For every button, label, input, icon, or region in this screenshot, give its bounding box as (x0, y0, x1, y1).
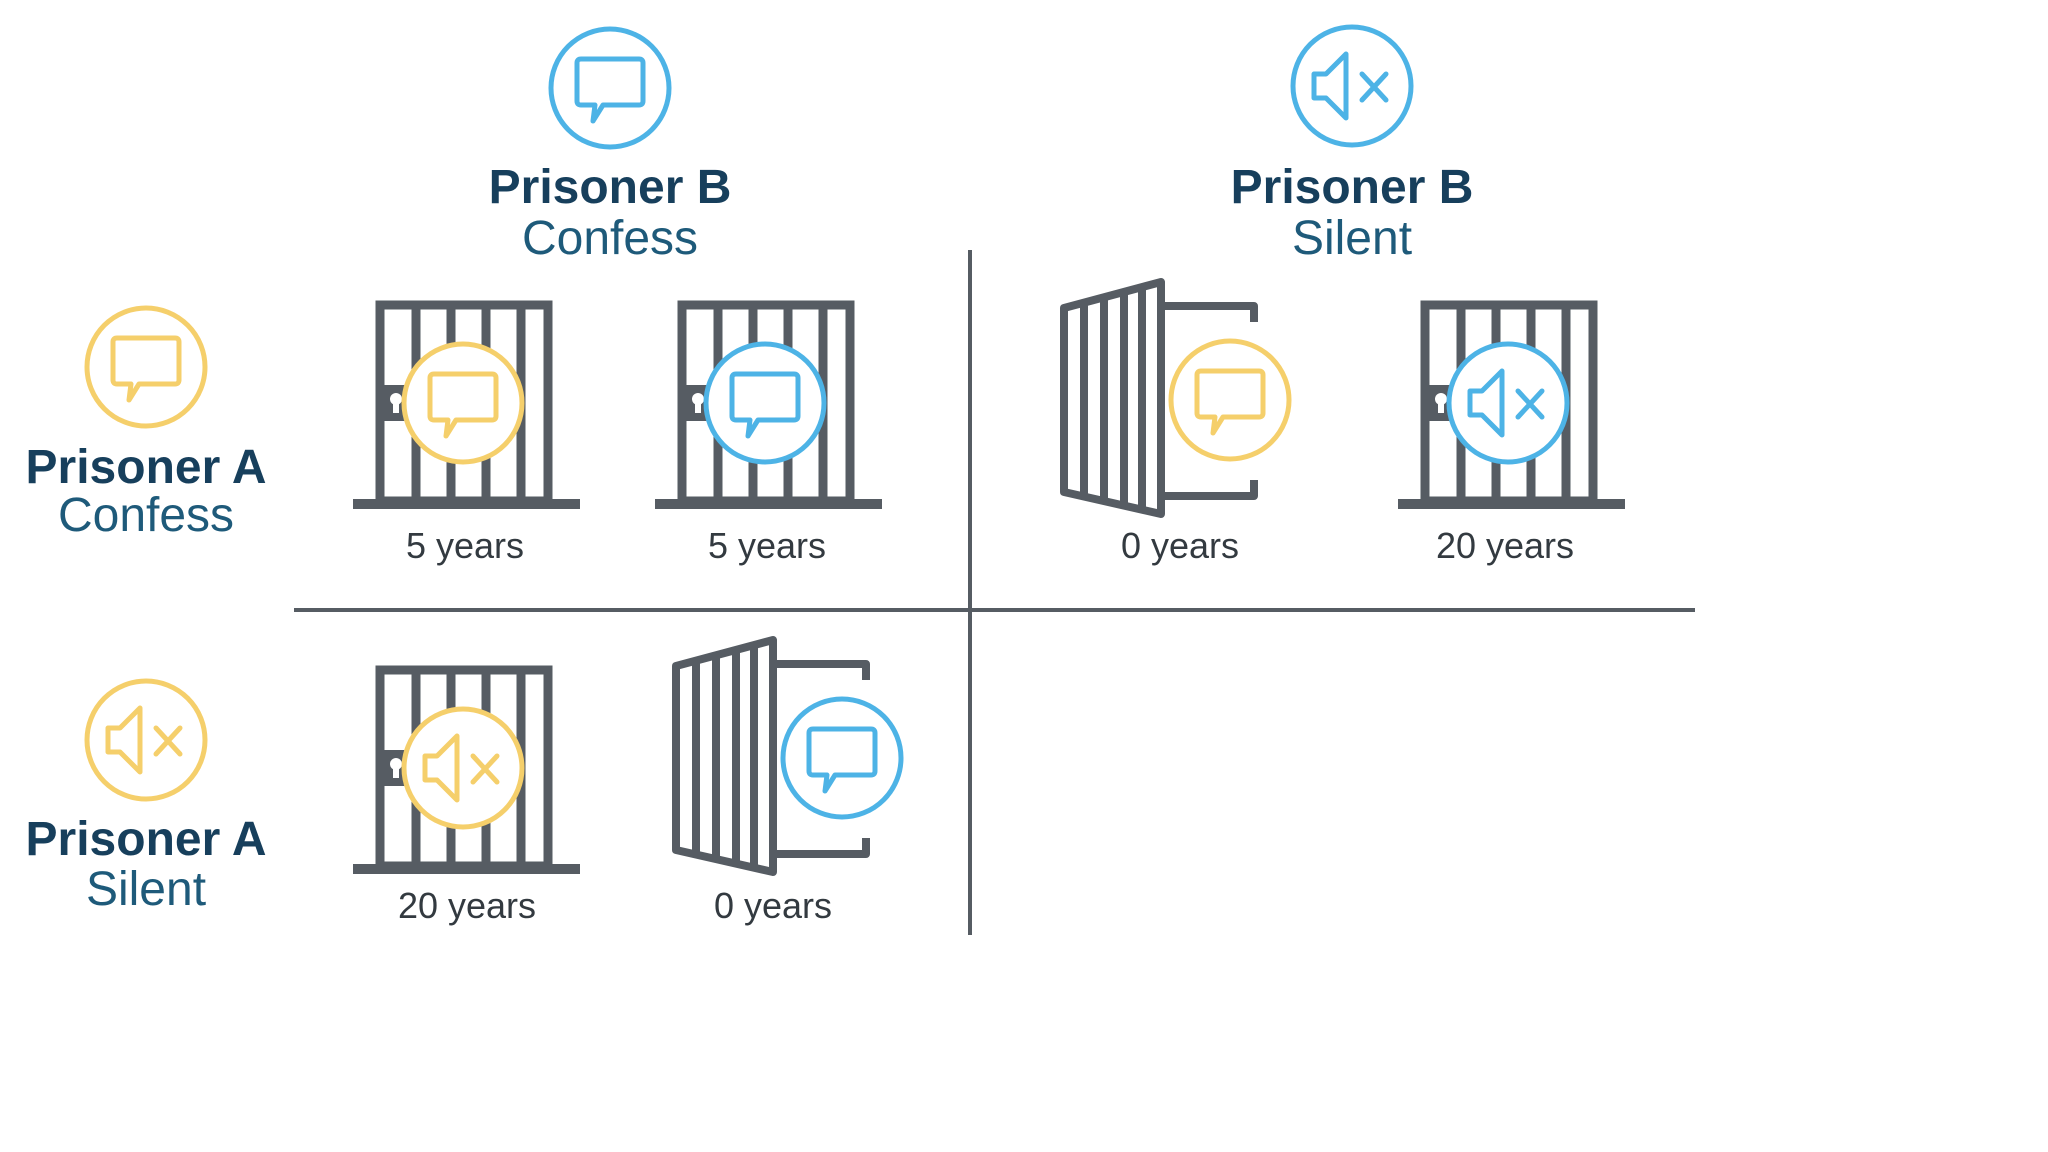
keyhole-slot (393, 401, 399, 413)
row-title: Prisoner A (25, 441, 267, 494)
open-door-frame (1060, 278, 1258, 518)
door-panel (672, 636, 777, 876)
column-choice: Silent (1291, 212, 1413, 265)
mute-x-shape (1359, 71, 1389, 103)
icon-ring (401, 706, 525, 830)
column-title: Prisoner B (1230, 161, 1474, 214)
row-choice: Confess (57, 489, 235, 542)
speaker-shape (1467, 368, 1505, 438)
column-choice: Confess (521, 212, 699, 265)
prisoner-b-sentence: 20 years (1435, 525, 1575, 566)
prisoner-b-sentence: 0 years (713, 885, 833, 926)
icon-ring (84, 678, 208, 802)
door-frame-bottom (1161, 480, 1258, 500)
row-choice: Silent (85, 863, 207, 916)
door-frame-top (1161, 302, 1258, 322)
speech-bubble-shape (729, 371, 801, 439)
icon-ring (1290, 24, 1414, 148)
speaker-shape (422, 733, 460, 803)
door-panel (1060, 278, 1165, 518)
prisoner-a-sentence: 20 years (397, 885, 537, 926)
speech-bubble-shape (806, 726, 878, 794)
door-frame-top (773, 660, 870, 680)
keyhole-slot (1438, 401, 1444, 413)
keyhole-slot (695, 401, 701, 413)
column-title: Prisoner B (488, 161, 732, 214)
door-frame-bottom (773, 838, 870, 858)
row-title: Prisoner A (25, 813, 267, 866)
prisoner-a-sentence: 0 years (1120, 525, 1240, 566)
mute-x-shape (153, 725, 183, 757)
keyhole-slot (393, 766, 399, 778)
mute-x-shape (1515, 388, 1545, 420)
icon-ring (84, 305, 208, 429)
prisoner-b-sentence: 5 years (707, 525, 827, 566)
icon-ring (780, 696, 904, 820)
speech-bubble-shape (110, 335, 182, 403)
icon-ring (548, 26, 672, 150)
prisoner-a-sentence: 5 years (405, 525, 525, 566)
speech-bubble-shape (574, 56, 646, 124)
speech-bubble-shape (427, 371, 499, 439)
speech-bubble-shape (1194, 368, 1266, 436)
open-door-frame (672, 636, 870, 876)
icon-ring (1446, 341, 1570, 465)
mute-x-shape (470, 753, 500, 785)
speaker-shape (105, 705, 143, 775)
speaker-shape (1311, 51, 1349, 121)
